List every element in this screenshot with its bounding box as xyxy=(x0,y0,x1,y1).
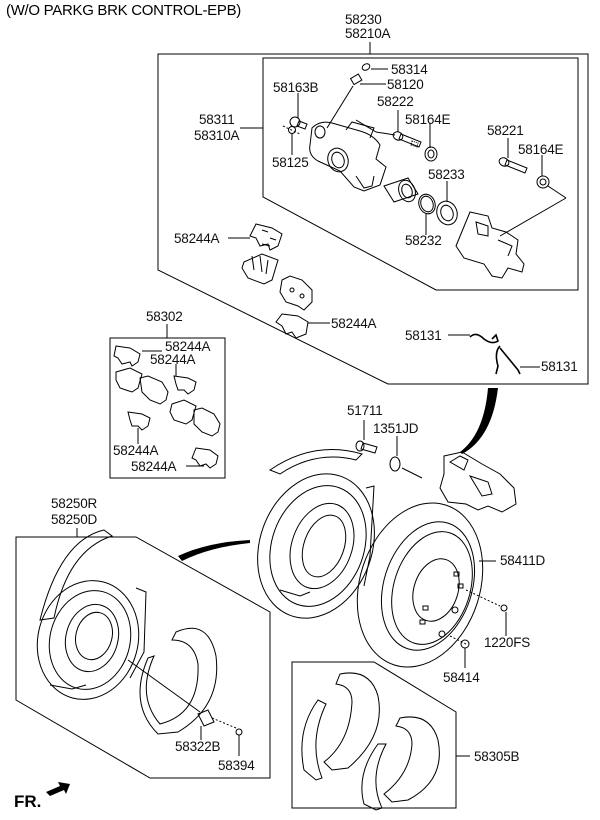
knuckle xyxy=(439,451,517,513)
label-1220FS: 1220FS xyxy=(484,635,531,650)
label-58305B: 58305B xyxy=(474,749,520,764)
adjuster-58322B xyxy=(127,659,237,740)
label-58131-b: 58131 xyxy=(541,359,578,374)
wear-sensor-58131 xyxy=(448,333,540,375)
caliper-body xyxy=(309,121,387,192)
pad-clip-58244A-1 xyxy=(228,223,283,251)
label-58125: 58125 xyxy=(272,155,309,170)
label-58310A: 58310A xyxy=(194,128,240,143)
gasket-58125 xyxy=(282,125,301,155)
label-58244A-4: 58244A xyxy=(150,352,196,367)
label-51711: 51711 xyxy=(347,403,383,418)
label-58250R: 58250R xyxy=(51,496,98,511)
label-58164E-b: 58164E xyxy=(518,142,564,157)
label-58250D: 58250D xyxy=(51,512,98,527)
label-58394: 58394 xyxy=(218,758,255,773)
label-58210A: 58210A xyxy=(345,26,391,41)
label-58120: 58120 xyxy=(387,77,424,92)
label-1351JD: 1351JD xyxy=(373,421,419,436)
assembly-arrow-lower xyxy=(178,540,250,561)
label-58221: 58221 xyxy=(487,123,524,138)
label-58244A-1: 58244A xyxy=(174,231,220,246)
label-58222: 58222 xyxy=(377,94,414,109)
label-58411D: 58411D xyxy=(500,553,546,568)
hub-bolt-51711 xyxy=(355,420,378,454)
washer-1351JD xyxy=(389,436,423,479)
brake-disc-58411D xyxy=(356,502,496,668)
label-58244A-3: 58244A xyxy=(165,339,211,354)
label-58244A-5: 58244A xyxy=(113,443,159,458)
diagram-title: (W/O PARKG BRK CONTROL-EPB) xyxy=(6,2,241,19)
label-58322B: 58322B xyxy=(175,739,221,754)
brake-pad-outer xyxy=(279,275,313,311)
caliper-assembly-box xyxy=(157,53,589,385)
label-58230: 58230 xyxy=(345,12,382,27)
label-58244A-2: 58244A xyxy=(331,316,377,331)
pad-clip-58244A-2 xyxy=(275,313,330,339)
front-direction-label: FR. xyxy=(14,792,42,811)
label-58302: 58302 xyxy=(146,309,183,324)
label-58163B: 58163B xyxy=(273,80,319,95)
label-58164E-a: 58164E xyxy=(405,112,451,127)
bleeder-cap-58314 xyxy=(361,63,388,71)
bleeder-screw-58120 xyxy=(326,73,386,129)
backing-plate-box xyxy=(15,536,271,779)
dust-boot-58233 xyxy=(436,181,458,226)
assembly-arrow-upper xyxy=(460,388,498,454)
backing-plate-middle xyxy=(257,449,375,619)
label-58232: 58232 xyxy=(405,233,442,248)
nut-58414 xyxy=(449,635,470,668)
caliper-carrier xyxy=(455,211,525,279)
piston xyxy=(383,177,419,203)
label-58314: 58314 xyxy=(391,62,428,77)
parking-brake-shoe xyxy=(139,627,218,735)
caliper-housing-box xyxy=(262,57,579,291)
guide-pin-58222 xyxy=(355,110,422,148)
boot-58164E-a xyxy=(424,123,438,162)
boot-58164E-b xyxy=(499,155,567,237)
pad-kit-contents xyxy=(113,345,221,469)
screw-1220FS xyxy=(465,589,508,636)
label-58233: 58233 xyxy=(428,167,465,182)
label-58311: 58311 xyxy=(199,112,235,127)
brake-shoe-pair xyxy=(301,672,440,811)
screw-58394 xyxy=(235,728,243,756)
banjo-bolt-58163B xyxy=(289,93,308,130)
piston-seal-58232 xyxy=(418,193,436,235)
brake-pad-inner xyxy=(241,253,279,285)
label-58244A-6: 58244A xyxy=(131,459,177,474)
backing-plate-lower xyxy=(36,529,147,700)
front-direction-arrow xyxy=(46,782,70,796)
label-58131-a: 58131 xyxy=(405,328,442,343)
brake-shoe-kit-box xyxy=(291,661,457,809)
label-58414: 58414 xyxy=(443,670,480,685)
guide-pin-58221 xyxy=(498,138,528,174)
